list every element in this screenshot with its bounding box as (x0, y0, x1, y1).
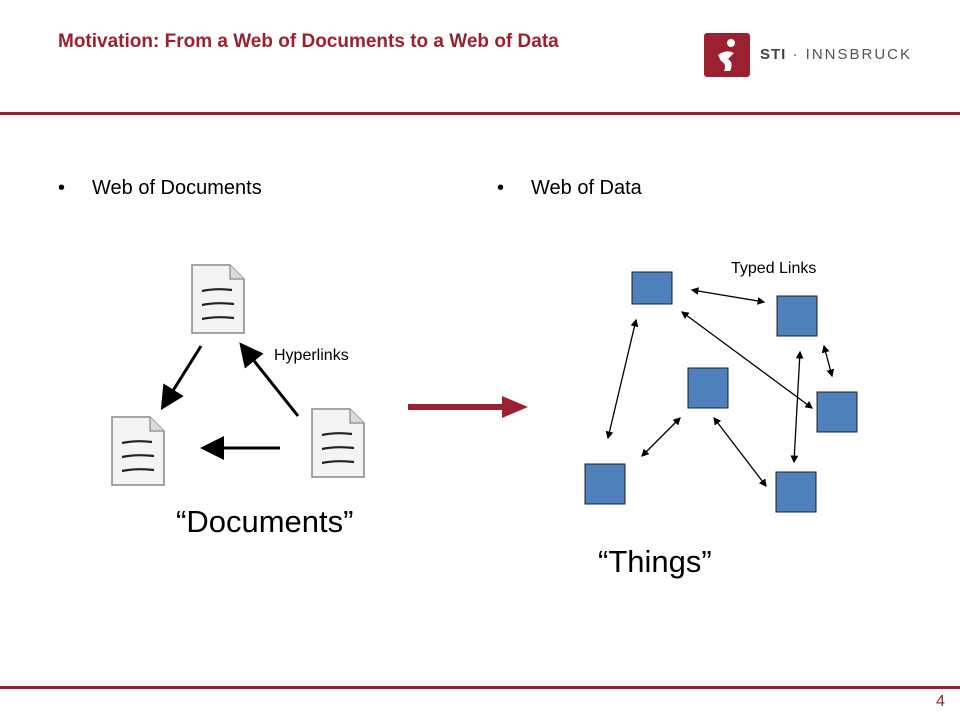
logo-text: STI · INNSBRUCK (760, 46, 913, 63)
page-number: 4 (936, 693, 945, 710)
bullet-web-of-documents: •Web of Documents (58, 177, 262, 199)
typed-link-arrow (713, 416, 767, 488)
thing-node (776, 295, 818, 337)
hyperlink-arrow-right-top (239, 342, 300, 417)
documents-caption: “Documents” (176, 504, 354, 539)
thing-node (584, 463, 626, 505)
thing-node (816, 391, 858, 433)
thing-node (687, 367, 729, 409)
document-icon-left (110, 415, 166, 487)
typed-link-arrow (690, 287, 766, 305)
typed-links-label: Typed Links (731, 260, 817, 277)
footer-divider (0, 686, 960, 689)
hyperlink-arrow-top-left (160, 345, 203, 411)
transition-arrowhead-icon (502, 396, 528, 418)
thing-node (631, 271, 673, 305)
typed-link-arrow (821, 344, 835, 378)
typed-link-arrow (680, 311, 814, 409)
things-caption: “Things” (598, 544, 712, 579)
thing-node (775, 471, 817, 513)
hyperlinks-label: Hyperlinks (274, 347, 349, 364)
typed-link-arrow (790, 350, 804, 464)
bullet-web-of-data: •Web of Data (497, 177, 642, 199)
header-divider (0, 112, 960, 115)
document-icon-top (190, 263, 246, 335)
document-icon-right (310, 407, 366, 479)
logo-mark-icon (704, 33, 750, 77)
slide-title: Motivation: From a Web of Documents to a… (58, 31, 559, 52)
typed-link-arrow (641, 417, 681, 457)
sti-innsbruck-logo: STI · INNSBRUCK (704, 33, 910, 81)
typed-link-arrow (605, 318, 639, 440)
